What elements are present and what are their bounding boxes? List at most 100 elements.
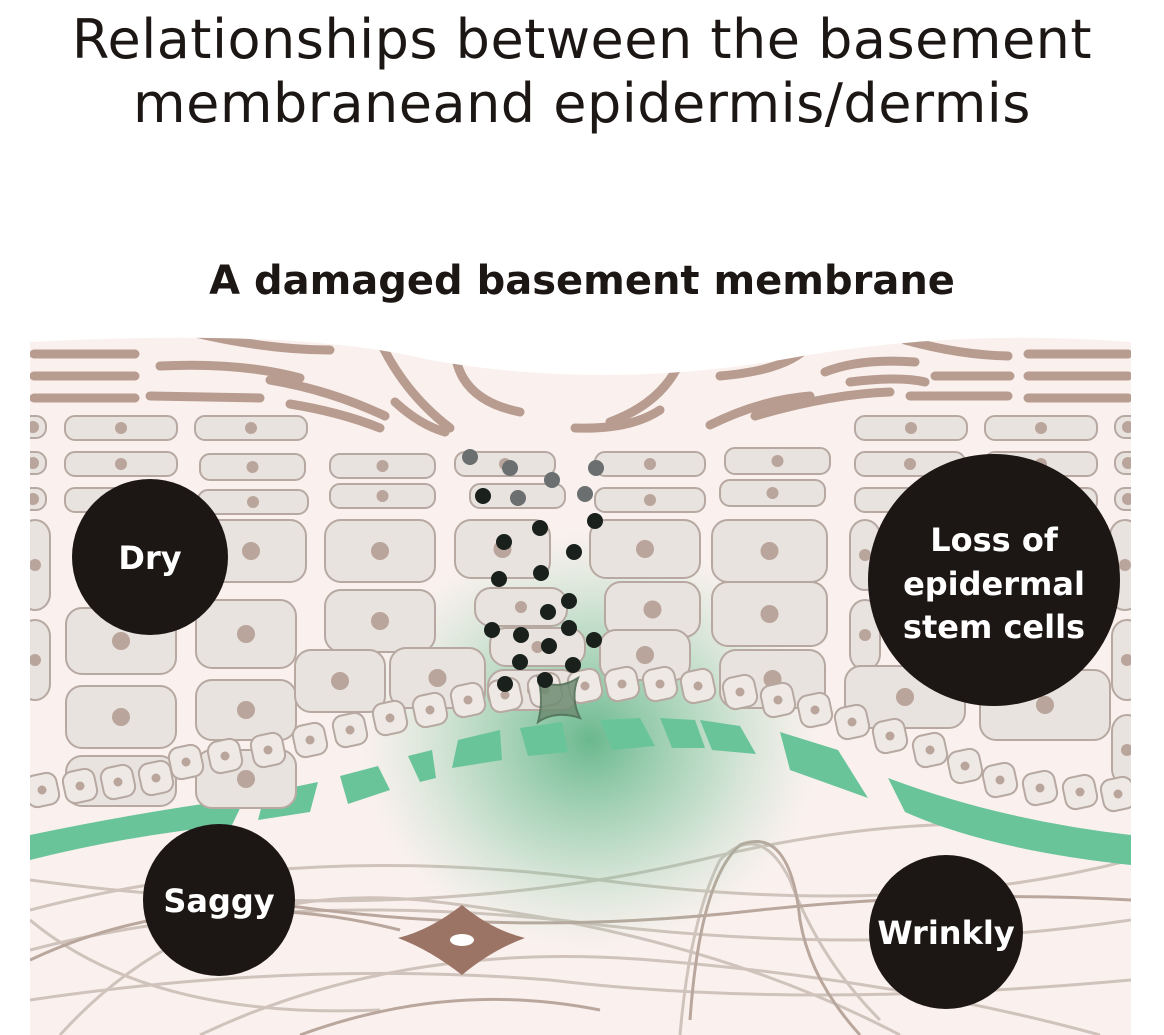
badge-stem-line-2: epidermal <box>903 565 1085 603</box>
badge-stem-cells: Loss of epidermal stem cells <box>868 454 1120 706</box>
basal-nucleus <box>847 717 857 727</box>
basal-nucleus <box>181 757 191 767</box>
particle-dark <box>533 565 549 581</box>
particle-grey <box>502 460 518 476</box>
cell-nucleus <box>245 422 257 434</box>
epidermal-cells <box>30 415 1131 809</box>
particle-dark <box>561 620 577 636</box>
basal-nucleus <box>735 687 745 697</box>
basal-nucleus <box>655 679 665 689</box>
cell-nucleus <box>896 688 914 706</box>
particle-dark <box>532 520 548 536</box>
badge-wrinkly: Wrinkly <box>869 855 1023 1009</box>
badge-dry-label: Dry <box>118 539 181 577</box>
cell-nucleus <box>771 455 784 467</box>
cell-nucleus <box>30 457 39 469</box>
title-line-1: Relationships between the basement <box>71 8 1093 71</box>
cell-nucleus <box>1035 422 1047 434</box>
cell-nucleus <box>1122 421 1131 433</box>
cell-nucleus <box>247 496 259 508</box>
cell-nucleus <box>246 461 259 473</box>
cell-nucleus <box>30 559 41 571</box>
cell-nucleus <box>371 542 389 560</box>
basal-nucleus <box>220 751 230 761</box>
cell-nucleus <box>237 770 255 788</box>
particle-grey <box>510 490 526 506</box>
cell-nucleus <box>760 542 779 560</box>
cell-nucleus <box>644 494 656 506</box>
particle-dark <box>586 632 602 648</box>
badge-saggy: Saggy <box>143 824 295 976</box>
particle-dark <box>587 513 603 529</box>
cell-nucleus <box>904 458 916 470</box>
cell-nucleus <box>112 708 130 726</box>
diagram-subtitle: A damaged basement membrane <box>209 258 955 304</box>
particle-dark <box>513 627 529 643</box>
cell-nucleus <box>115 458 127 470</box>
basal-nucleus <box>773 695 783 705</box>
basal-nucleus <box>263 745 273 755</box>
basal-nucleus <box>75 781 85 791</box>
cell-nucleus <box>644 458 656 470</box>
cell-nucleus <box>643 600 662 619</box>
damaged-stem-cell <box>536 675 582 725</box>
cell-nucleus <box>531 641 544 653</box>
particle-dark <box>512 654 528 670</box>
cell-nucleus <box>859 549 871 561</box>
basal-nucleus <box>151 773 161 783</box>
basal-nucleus <box>810 705 820 715</box>
cell-nucleus <box>371 612 389 630</box>
basal-nucleus <box>925 745 935 755</box>
stratum-corneum <box>30 337 1131 437</box>
particle-dark <box>561 593 577 609</box>
basal-nucleus <box>345 725 355 735</box>
particle-dark <box>496 534 512 550</box>
cell-nucleus <box>515 601 527 613</box>
cell-nucleus <box>237 625 255 643</box>
particle-grey <box>577 486 593 502</box>
basal-nucleus <box>113 777 123 787</box>
basal-nucleus <box>385 713 395 723</box>
basal-nucleus <box>580 681 590 691</box>
title-line-2: membraneand epidermis/dermis <box>133 72 1031 135</box>
basement-membrane <box>30 718 1131 865</box>
basal-nucleus <box>995 775 1005 785</box>
particle-grey <box>544 472 560 488</box>
particle-dark <box>497 676 513 692</box>
basal-nucleus <box>617 679 627 689</box>
cell-nucleus <box>766 487 779 499</box>
particle-grey <box>462 449 478 465</box>
badge-stem-line-3: stem cells <box>903 608 1085 646</box>
cell-nucleus <box>1119 559 1131 571</box>
cell-nucleus <box>30 654 41 666</box>
cell-nucleus <box>115 422 127 434</box>
basal-nucleus <box>1113 789 1123 799</box>
basal-nucleus <box>1075 787 1085 797</box>
cell-nucleus <box>859 629 871 641</box>
basal-nucleus <box>500 690 510 700</box>
particle-dark <box>484 622 500 638</box>
cell-nucleus <box>760 605 779 623</box>
badge-wrinkly-label: Wrinkly <box>877 914 1015 952</box>
badge-stem-line-1: Loss of <box>930 521 1059 559</box>
particle-dark <box>541 638 557 654</box>
cell-nucleus <box>237 701 255 719</box>
particle-dark <box>566 544 582 560</box>
cell-nucleus <box>428 669 447 687</box>
cell-nucleus <box>636 540 654 558</box>
particle-dark <box>540 604 556 620</box>
cell-nucleus <box>376 490 389 502</box>
basal-nucleus <box>463 695 473 705</box>
badge-dry: Dry <box>72 479 228 635</box>
cell-nucleus <box>242 542 260 560</box>
particle-dark <box>537 672 553 688</box>
particles <box>462 449 604 692</box>
damage-glow <box>360 530 820 950</box>
cell-nucleus <box>905 422 917 434</box>
cell-nucleus <box>112 632 130 650</box>
cell-nucleus <box>30 493 39 505</box>
basal-nucleus <box>693 681 703 691</box>
basal-cells <box>30 665 1131 813</box>
cell-nucleus <box>376 460 389 472</box>
basal-nucleus <box>960 761 970 771</box>
